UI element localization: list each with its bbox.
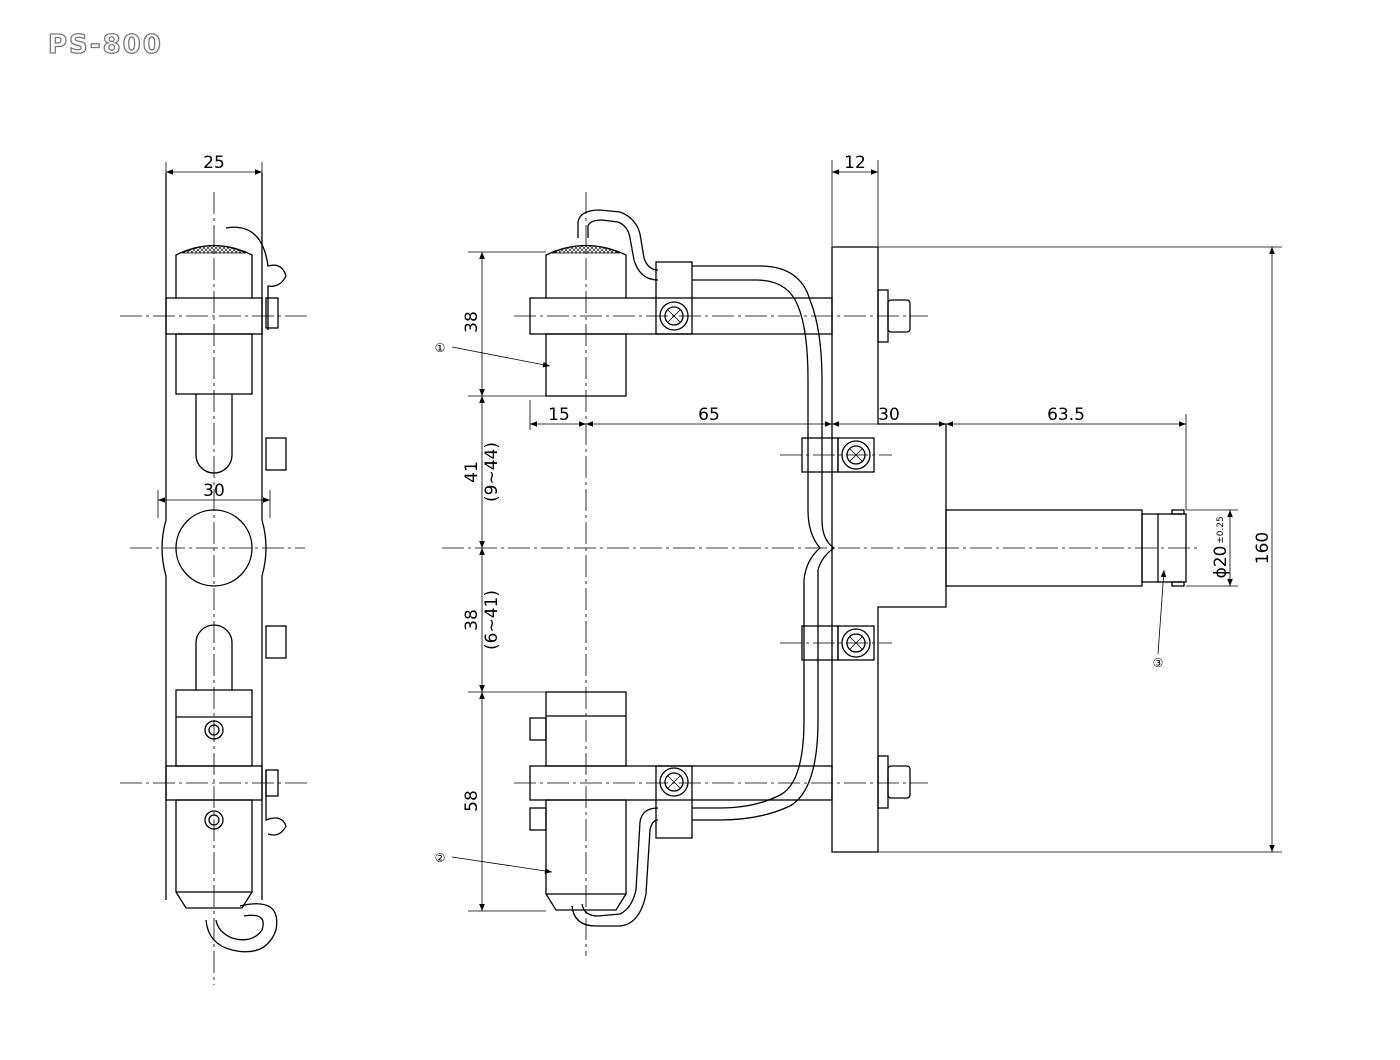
dim-25: 25	[203, 153, 225, 173]
dim-30-side: 30	[203, 481, 225, 501]
callout-3: ③	[1153, 656, 1164, 670]
dim-tolerance: ±0.25	[1216, 516, 1226, 544]
front-view: 12 160 38 41 (9~44) 38 (6~41) 58 15 65 3…	[435, 153, 1282, 956]
dim-160: 160	[1253, 532, 1273, 564]
dim-41-range: (9~44)	[482, 442, 502, 502]
dim-15: 15	[548, 405, 570, 425]
drawing-title: PS-800	[47, 29, 163, 60]
dim-65: 65	[698, 405, 720, 425]
dim-diameter: ϕ20	[1211, 546, 1231, 579]
callout-2: ②	[435, 851, 446, 865]
dim-38-top: 38	[462, 311, 482, 333]
side-view: 25 30	[120, 153, 310, 985]
dim-58: 58	[462, 790, 482, 812]
dim-38-mid: 38	[462, 609, 482, 631]
dim-41: 41	[462, 461, 482, 483]
dim-12: 12	[844, 153, 866, 173]
callout-1: ①	[435, 341, 446, 355]
dim-38-range: (6~41)	[482, 590, 502, 650]
dim-63-5: 63.5	[1047, 405, 1085, 425]
dim-30-front: 30	[878, 405, 900, 425]
